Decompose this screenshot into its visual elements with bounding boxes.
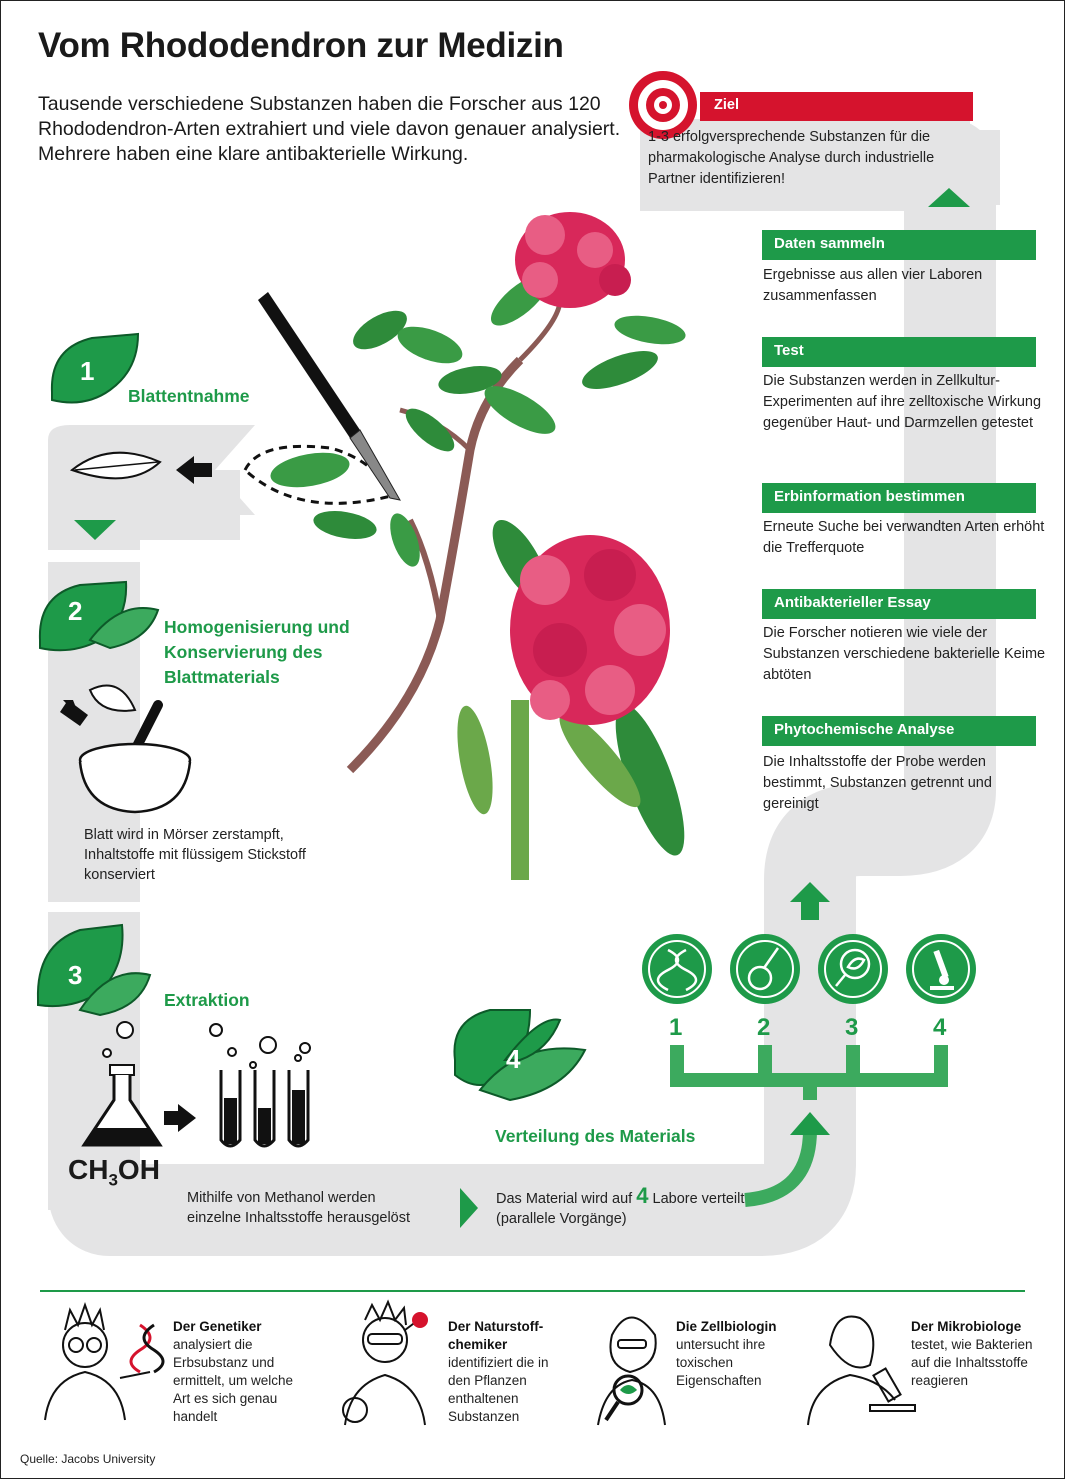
left-arrow-icon [176,456,212,484]
scalpel-icon [258,292,401,501]
flask-extraction-icon [81,1021,163,1147]
test-tubes-icon [209,1023,311,1148]
right-triangle [460,1188,478,1228]
intro-text: Tausende verschiedene Substanzen haben d… [38,93,621,165]
step-text-daten-sammeln: Ergebnisse aus allen vier Laboren zusamm… [763,267,983,304]
step-number-4: 4 [506,1044,521,1074]
leaf-badge-1 [50,332,140,404]
step-label-antibakteriell: Antibakterieller Essay [762,589,1036,619]
step-text-test: Die Substanzen werden in Zellkultur-Expe… [763,373,1042,431]
microbiologist-portrait [807,1315,916,1426]
flask-icon [747,947,780,991]
mortar-icon [60,684,192,814]
leaf-area [48,425,255,540]
rhododendron-plant [270,212,686,880]
step-text-phytochemisch: Die Inhaltsstoffe der Probe werden besti… [763,754,992,812]
up-triangle [928,188,970,207]
step-label-phytochemisch: Phytochemische Analyse [762,716,1036,746]
target-icon [629,71,697,139]
magnifier-leaf-icon [835,948,871,987]
step-number-2: 2 [68,596,83,626]
step-number-3: 3 [68,960,83,990]
dna-icon-red [129,1323,152,1374]
source-credit: Quelle: Jacobs University [20,1452,156,1466]
step-title-3: Extraktion [164,990,250,1010]
lab-number-4: 4 [933,1014,947,1041]
step-title-1: Blattentnahme [128,386,250,406]
cell-biologist-portrait [597,1316,666,1426]
step-label-test: Test [762,337,1036,367]
lab-number-1: 1 [669,1014,683,1041]
step-note-3: Mithilfe von Methanol werden einzelne In… [187,1190,411,1226]
microscope-icon [930,949,954,990]
right-arrow-icon [164,1104,196,1132]
leaf-badge-2 [38,580,160,652]
step-title-2: Homogenisierung und Konservierung des Bl… [164,617,350,687]
distribution-arrows [670,1045,948,1207]
lab-number-2: 2 [757,1014,771,1041]
goal-label: Ziel [700,92,973,121]
lab-number-3: 3 [845,1014,859,1041]
geneticist-portrait [44,1301,151,1421]
step-title-4: Verteilung des Materials [495,1126,696,1146]
up-arrow-icon [790,882,830,920]
leaf-outline-icon [69,451,162,480]
step-text-antibakteriell: Die Forscher notieren wie viele der Subs… [763,625,1046,683]
step-number-1: 1 [80,356,95,386]
methanol-formula: CH3OH [68,1154,160,1190]
down-triangle [74,520,116,540]
step-note-2: Blatt wird in Mörser zerstampft, Inhalts… [84,827,306,883]
footer-divider [40,1290,1025,1292]
page-title: Vom Rhododendron zur Medizin [38,26,564,65]
step-note-4: Das Material wird auf 4 Labore verteilt … [496,1183,745,1228]
dna-icon [656,948,698,992]
leaf-badge-4 [453,1009,587,1102]
step-label-erbinformation: Erbinformation bestimmen [762,483,1036,513]
step-text-erbinformation: Erneute Suche bei verwandten Arten erhöh… [763,519,1045,556]
goal-text: 1-3 erfolgversprechende Substanzen für d… [648,129,935,187]
step-label-daten-sammeln: Daten sammeln [762,230,1036,260]
leaf-badge-3 [36,923,152,1017]
